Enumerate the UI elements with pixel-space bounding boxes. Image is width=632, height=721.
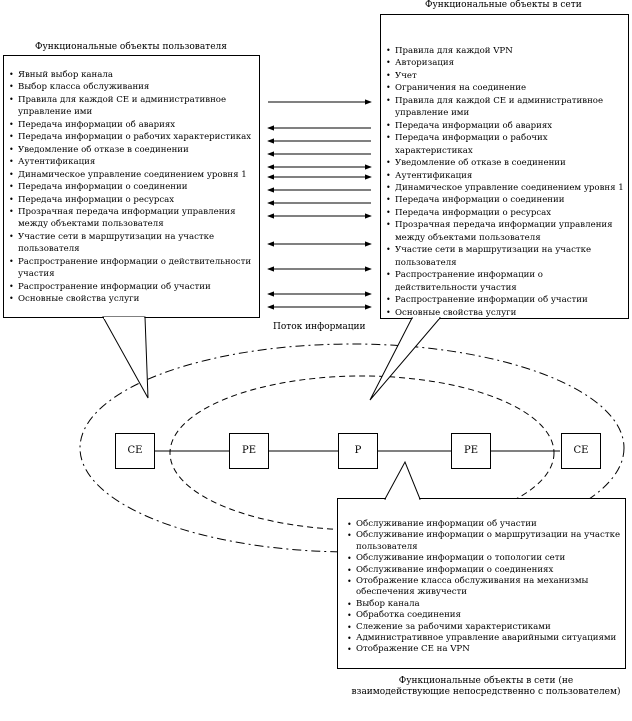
- network-object-item: Основные свойства услуги: [385, 307, 624, 320]
- network-object-item: Передача информации о ресурсах: [385, 207, 624, 220]
- internal-object-item: Отображение CE на VPN: [346, 644, 621, 656]
- network-objects-list: Правила для каждой VPNАвторизацияУчетОгр…: [385, 45, 624, 319]
- user-object-item: Передача информации о соединении: [8, 181, 255, 194]
- internal-object-item: Обслуживание информации о соединениях: [346, 565, 621, 577]
- user-object-item: Аутентификация: [8, 156, 255, 169]
- network-objects-box: Правила для каждой VPNАвторизацияУчетОгр…: [380, 14, 629, 319]
- internal-objects-caption: Функциональные объекты в сети (не взаимо…: [351, 676, 621, 697]
- user-object-item: Передача информации о ресурсах: [8, 194, 255, 207]
- internal-object-item: Слежение за рабочими характеристиками: [346, 622, 621, 634]
- user-object-item: Распространение информации о действитель…: [8, 256, 255, 281]
- network-callout-pointer: [369, 317, 442, 401]
- internal-object-item: Обслуживание информации о топологии сети: [346, 553, 621, 565]
- internal-object-item: Выбор канала: [346, 599, 621, 611]
- internal-callout-pointer: [384, 460, 421, 500]
- network-objects-title: Функциональные объекты в сети: [425, 0, 582, 10]
- network-object-item: Правила для каждой VPN: [385, 45, 624, 58]
- network-object-item: Передача информации об авариях: [385, 120, 624, 133]
- user-object-item: Выбор класса обслуживания: [8, 81, 255, 94]
- network-object-item: Динамическое управление соединением уров…: [385, 182, 624, 195]
- user-object-item: Передача информации о рабочих характерис…: [8, 131, 255, 144]
- network-object-item: Передача информации о рабочих характерис…: [385, 132, 624, 157]
- internal-objects-list: Обслуживание информации об участииОбслуж…: [346, 519, 621, 656]
- user-objects-list: Явный выбор каналаВыбор класса обслужива…: [8, 69, 255, 306]
- information-flow-label: Поток информации: [273, 322, 366, 332]
- user-object-item: Правила для каждой CE и административное…: [8, 94, 255, 119]
- node-ce-0: CE: [115, 433, 155, 469]
- network-object-item: Уведомление об отказе в соединении: [385, 157, 624, 170]
- user-object-item: Основные свойства услуги: [8, 293, 255, 306]
- internal-objects-box: Обслуживание информации об участииОбслуж…: [337, 498, 626, 669]
- network-object-item: Ограничения на соединение: [385, 82, 624, 95]
- user-object-item: Участие сети в маршрутизации на участке …: [8, 231, 255, 256]
- network-object-item: Передача информации о соединении: [385, 194, 624, 207]
- network-object-item: Участие сети в маршрутизации на участке …: [385, 244, 624, 269]
- internal-object-item: Обслуживание информации о маршрутизации …: [346, 530, 621, 553]
- user-object-item: Распространение информации об участии: [8, 281, 255, 294]
- node-ce-4: CE: [561, 433, 601, 469]
- network-object-item: Распространение информации об участии: [385, 294, 624, 307]
- user-objects-title: Функциональные объекты пользователя: [35, 42, 227, 52]
- internal-object-item: Обработка соединения: [346, 610, 621, 622]
- network-object-item: Прозрачная передача информации управлени…: [385, 219, 624, 244]
- user-object-item: Явный выбор канала: [8, 69, 255, 82]
- information-flow-arrows: [267, 99, 372, 310]
- user-object-item: Динамическое управление соединением уров…: [8, 169, 255, 182]
- network-object-item: Авторизация: [385, 57, 624, 70]
- node-pe-1: PE: [229, 433, 269, 469]
- user-object-item: Прозрачная передача информации управлени…: [8, 206, 255, 231]
- internal-object-item: Отображение класса обслуживания на механ…: [346, 576, 621, 599]
- node-p-2: P: [338, 433, 378, 469]
- network-object-item: Аутентификация: [385, 170, 624, 183]
- network-object-item: Распространение информации о действитель…: [385, 269, 624, 294]
- internal-object-item: Административное управление аварийными с…: [346, 633, 621, 645]
- user-callout-pointer: [102, 316, 149, 399]
- user-objects-box: Явный выбор каналаВыбор класса обслужива…: [3, 55, 260, 318]
- user-object-item: Уведомление об отказе в соединении: [8, 144, 255, 157]
- network-object-item: Правила для каждой CE и административное…: [385, 95, 624, 120]
- user-object-item: Передача информации об авариях: [8, 119, 255, 132]
- network-object-item: Учет: [385, 70, 624, 83]
- internal-object-item: Обслуживание информации об участии: [346, 519, 621, 531]
- node-pe-3: PE: [451, 433, 491, 469]
